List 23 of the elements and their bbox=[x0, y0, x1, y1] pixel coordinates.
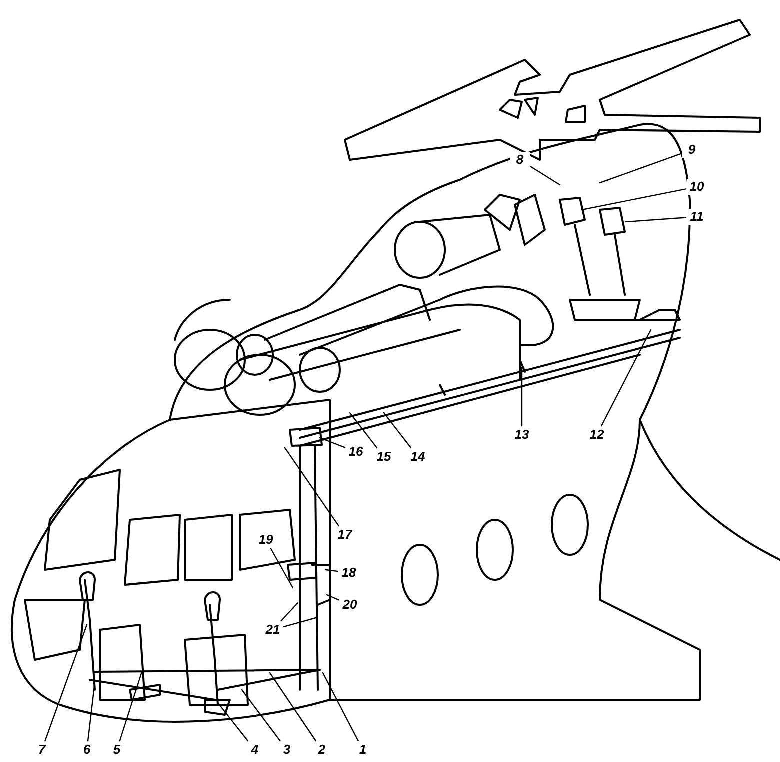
leader-line bbox=[87, 681, 96, 742]
leader-line bbox=[284, 447, 340, 527]
leader-line bbox=[383, 412, 412, 449]
leader-line bbox=[599, 153, 682, 184]
leader-line bbox=[625, 217, 687, 223]
leader-line bbox=[530, 166, 561, 186]
leader-line bbox=[349, 412, 378, 449]
leader-line bbox=[322, 672, 359, 742]
leader-line bbox=[521, 367, 523, 427]
leader-line bbox=[119, 671, 143, 742]
callout-number: 10 bbox=[687, 179, 707, 195]
leader-line bbox=[283, 617, 317, 628]
leader-line bbox=[269, 672, 317, 742]
leader-line bbox=[280, 602, 299, 622]
leader-line bbox=[601, 329, 652, 427]
leader-line bbox=[325, 569, 339, 572]
leader-line bbox=[326, 594, 340, 601]
leader-line bbox=[217, 702, 249, 742]
leader-line bbox=[241, 689, 281, 742]
leader-line bbox=[319, 437, 346, 448]
leader-line bbox=[581, 188, 687, 211]
leader-line bbox=[270, 548, 294, 589]
leader-line bbox=[44, 624, 88, 742]
